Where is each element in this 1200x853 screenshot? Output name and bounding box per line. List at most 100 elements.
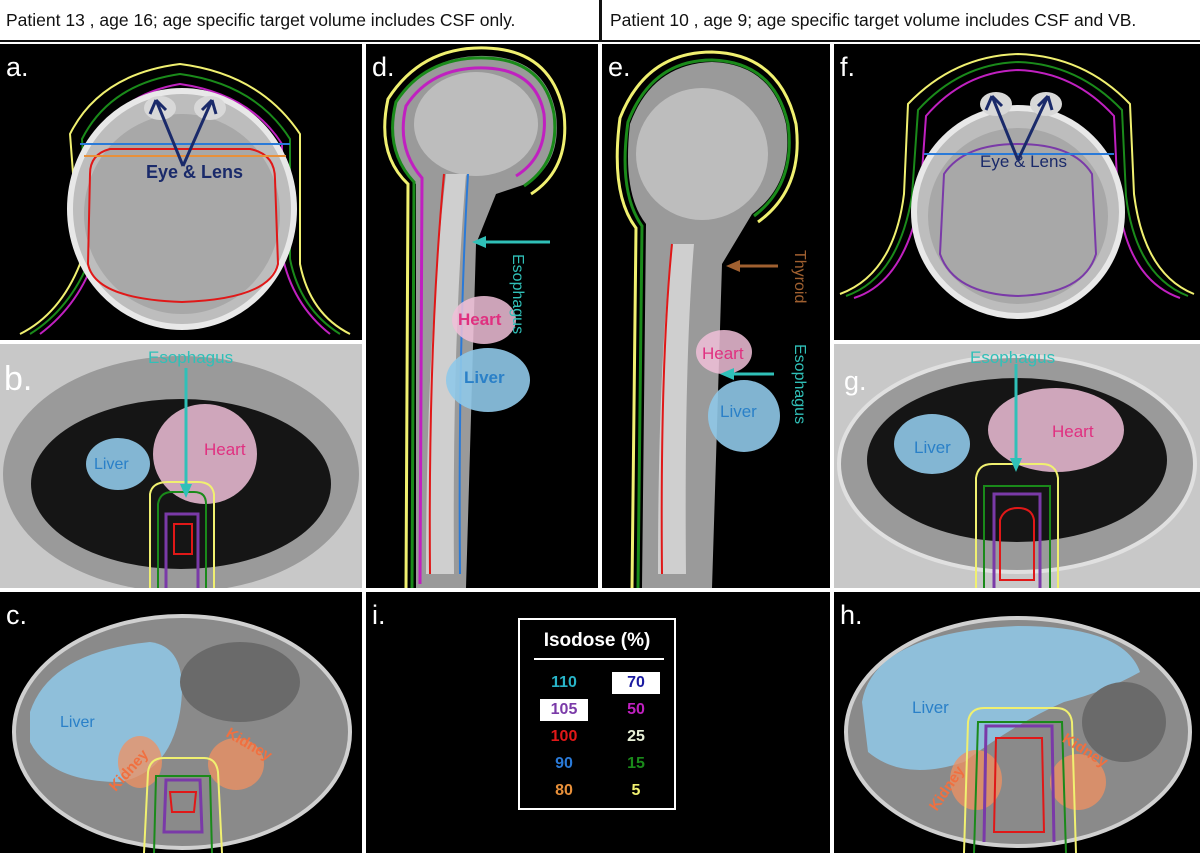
isodose-100-contour (660, 243, 673, 575)
isodose-100-contour (992, 737, 1046, 833)
brain (84, 114, 280, 314)
esophagus-label: Esophagus (970, 348, 1056, 367)
isodose-15-contour (391, 56, 557, 588)
isodose-100-contour (428, 173, 445, 575)
legend-entry-100: 100 (550, 728, 578, 745)
legend-entry-5: 5 (631, 782, 641, 799)
panel-b-image (3, 356, 359, 588)
isodose-15-contour (845, 60, 1189, 297)
isodose-15-contour (29, 72, 341, 335)
isodose-100-contour (86, 148, 280, 304)
panel-f-head-axial: f. Eye & Lens (834, 44, 1200, 340)
isodose-100-contour (173, 523, 193, 555)
legend-title: Isodose (%) (543, 630, 651, 651)
liver-label: Liver (720, 402, 757, 421)
esophagus-arrow-head (1010, 458, 1022, 472)
isodose-15-contour (623, 58, 791, 588)
panel-h-abdomen-axial: h. Liver Kidney Kidney (834, 592, 1200, 853)
panel-g-image (837, 354, 1197, 588)
bowel (180, 642, 300, 722)
panel-e-image (615, 50, 799, 588)
heart-structure (452, 296, 516, 344)
isodose-50-contour (39, 82, 331, 335)
liver-label: Liver (912, 698, 949, 717)
legend-entry-90: 90 (555, 755, 573, 772)
heart-label: Heart (702, 344, 744, 363)
liver-structure (446, 348, 530, 412)
legend-entry-70: 70 (612, 672, 660, 694)
liver-label: Liver (914, 438, 951, 457)
liver-structure (708, 380, 780, 452)
panel-f-label: f. (840, 52, 856, 82)
panel-b-thorax-axial: b. Esophagus Heart Liver (0, 344, 362, 588)
heart-structure (988, 388, 1124, 472)
legend-entry-105: 105 (540, 699, 588, 721)
legend-entry-25: 25 (627, 728, 645, 745)
esophagus-arrow-head (180, 484, 192, 498)
thyroid-arrow-head (726, 260, 740, 272)
liver-label: Liver (60, 714, 95, 731)
isodose-105-contour (162, 778, 204, 834)
legend-entry-15: 15 (627, 755, 645, 772)
eye-arrow-left (984, 94, 1020, 161)
liver-structure (894, 414, 970, 474)
panel-b-label: b. (4, 360, 33, 398)
panel-g-thorax-axial: g. Esophagus Heart Liver (834, 344, 1200, 588)
esophagus-label: Esophagus (509, 254, 526, 335)
right-patient-header: Patient 10 , age 9; age specific target … (604, 0, 1200, 40)
isodose-105-contour (992, 492, 1042, 588)
header-rule (0, 40, 1200, 42)
isodose-5-contour (143, 757, 223, 853)
right-eye (1030, 92, 1062, 116)
heart-structure (696, 330, 752, 374)
panel-d-image (383, 46, 567, 588)
liver-structure (862, 626, 1140, 770)
isodose-5-contour (839, 52, 1195, 295)
esophagus-arrow-head (472, 236, 486, 248)
heart-label: Heart (458, 310, 502, 329)
isodose-105-contour (164, 512, 200, 588)
isodose-15-contour (153, 775, 213, 853)
isodose-15-contour (983, 485, 1051, 588)
isodose-50-contour (401, 66, 546, 585)
panel-c-abdomen-axial: c. Liver Kidney Kidney (0, 592, 362, 853)
legend-title-underline (534, 658, 664, 660)
eye-arrow-right (181, 98, 218, 167)
panel-a-label: a. (6, 52, 29, 82)
panel-h-label: h. (840, 600, 863, 630)
liver-label: Liver (464, 368, 505, 387)
eye-lens-label: Eye & Lens (980, 152, 1067, 171)
isodose-15-contour (973, 721, 1067, 853)
isodose-5-contour (383, 46, 567, 588)
panel-i-label: i. (372, 600, 386, 630)
panel-f-image (839, 52, 1195, 319)
panel-g-label: g. (844, 366, 867, 396)
eye-arrow-left (148, 98, 185, 167)
esophagus-arrow-head (720, 368, 734, 380)
panel-h-image (844, 616, 1192, 853)
left-kidney-structure (118, 736, 162, 788)
header-divider (599, 0, 602, 40)
isodose-100-contour (168, 791, 198, 813)
thyroid-label: Thyroid (791, 250, 808, 304)
right-kidney-structure (208, 738, 264, 790)
left-patient-header: Patient 13 , age 16; age specific target… (0, 0, 598, 40)
isodose-5-contour (19, 62, 351, 335)
heart-label: Heart (204, 440, 246, 459)
isodose-5-contour (963, 707, 1077, 853)
spine (426, 174, 466, 574)
heart-label: Heart (1052, 422, 1094, 441)
eye-lens-label: Eye & Lens (146, 162, 244, 182)
eye-arrow-right (1016, 94, 1054, 161)
panel-c-label: c. (6, 600, 28, 630)
isodose-50-contour (853, 68, 1181, 299)
panel-e-label: e. (608, 52, 631, 82)
esophagus-label: Esophagus (148, 348, 234, 367)
panel-a-head-axial: a. Eye & Lens (0, 44, 362, 340)
bowel (1082, 682, 1166, 762)
panel-c-image (12, 614, 352, 853)
isodose-5-contour (149, 481, 215, 588)
panel-e-sagittal: e. Thyroid Heart Esophagus Liver (602, 44, 830, 588)
